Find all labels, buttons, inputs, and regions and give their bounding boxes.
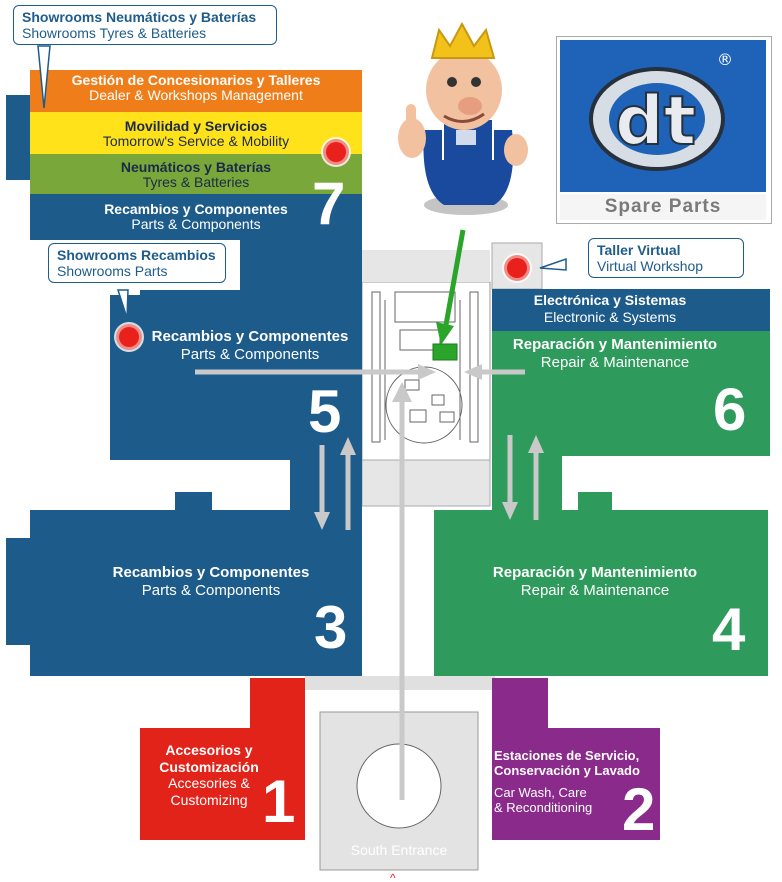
hall-3-label[interactable]: Recambios y Componentes Parts & Componen… (112, 564, 310, 599)
callout-showrooms-parts: Showrooms Recambios Showrooms Parts (48, 243, 226, 284)
hall-1-number: 1 (262, 768, 296, 835)
hall-4-number: 4 (712, 596, 746, 663)
hall-3-number: 3 (314, 594, 348, 661)
hall-5-number: 5 (308, 378, 342, 445)
hall-7-number: 7 (312, 170, 346, 237)
hall-1 (140, 678, 305, 840)
hall-4 (434, 492, 768, 676)
route-arrows (195, 364, 544, 800)
marker-virtual-workshop[interactable] (507, 258, 527, 278)
hall-2-label[interactable]: Estaciones de Servicio, Conservación y L… (494, 748, 640, 815)
hall-7-band-4[interactable]: Recambios y Componentes Parts & Componen… (104, 201, 288, 233)
south-entrance-label[interactable]: South Entrance (350, 842, 448, 858)
marker-showrooms-parts[interactable] (119, 327, 139, 347)
callout-virtual-workshop: Taller Virtual Virtual Workshop (588, 238, 744, 279)
dt-logo: dt ® Spare Parts (556, 36, 772, 224)
walkway-center (361, 459, 491, 507)
dt-logo-letters: dt (615, 82, 696, 161)
hall-6-number: 6 (713, 376, 747, 443)
mascot-pointer (436, 229, 466, 345)
hall-7-band-yellow (30, 112, 362, 154)
svg-text:®: ® (717, 50, 733, 69)
hall-6-top-label[interactable]: Electrónica y Sistemas Electronic & Syst… (533, 292, 687, 325)
marker-showrooms-tyres[interactable] (326, 142, 346, 162)
hall-3 (6, 492, 362, 676)
entrance-rotunda (356, 743, 442, 829)
king-mascot-icon (398, 21, 528, 215)
svg-text:^: ^ (390, 871, 396, 882)
hall-2 (492, 678, 660, 840)
kiosk-marker (432, 343, 458, 361)
hall-7-band-2[interactable]: Movilidad y Servicios Tomorrow's Service… (102, 118, 290, 150)
hall-7-band-orange (30, 70, 362, 112)
hall-6 (492, 331, 770, 456)
hall-5-label[interactable]: Recambios y Componentes Parts & Componen… (151, 328, 349, 363)
hall-4-label[interactable]: Reparación y Mantenimiento Repair & Main… (492, 564, 698, 599)
dt-logo-subtitle: Spare Parts (560, 194, 766, 220)
hall-1-label[interactable]: Accesorios y Customización Accesories & … (159, 742, 259, 808)
hall-7-band-1[interactable]: Gestión de Concesionarios y Talleres Dea… (71, 72, 321, 104)
walkway-north (362, 250, 490, 282)
hall-2-number: 2 (622, 776, 656, 843)
hall-6-top (492, 289, 770, 331)
hall-6-label[interactable]: Reparación y Mantenimiento Repair & Main… (512, 336, 718, 371)
hall-5 (110, 240, 362, 460)
callout-showrooms-tyres: Showrooms Neumáticos y Baterías Showroom… (13, 5, 277, 46)
hall-7-band-3[interactable]: Neumáticos y Baterías Tyres & Batteries (120, 159, 272, 191)
hall-7-band-olive (30, 154, 362, 194)
